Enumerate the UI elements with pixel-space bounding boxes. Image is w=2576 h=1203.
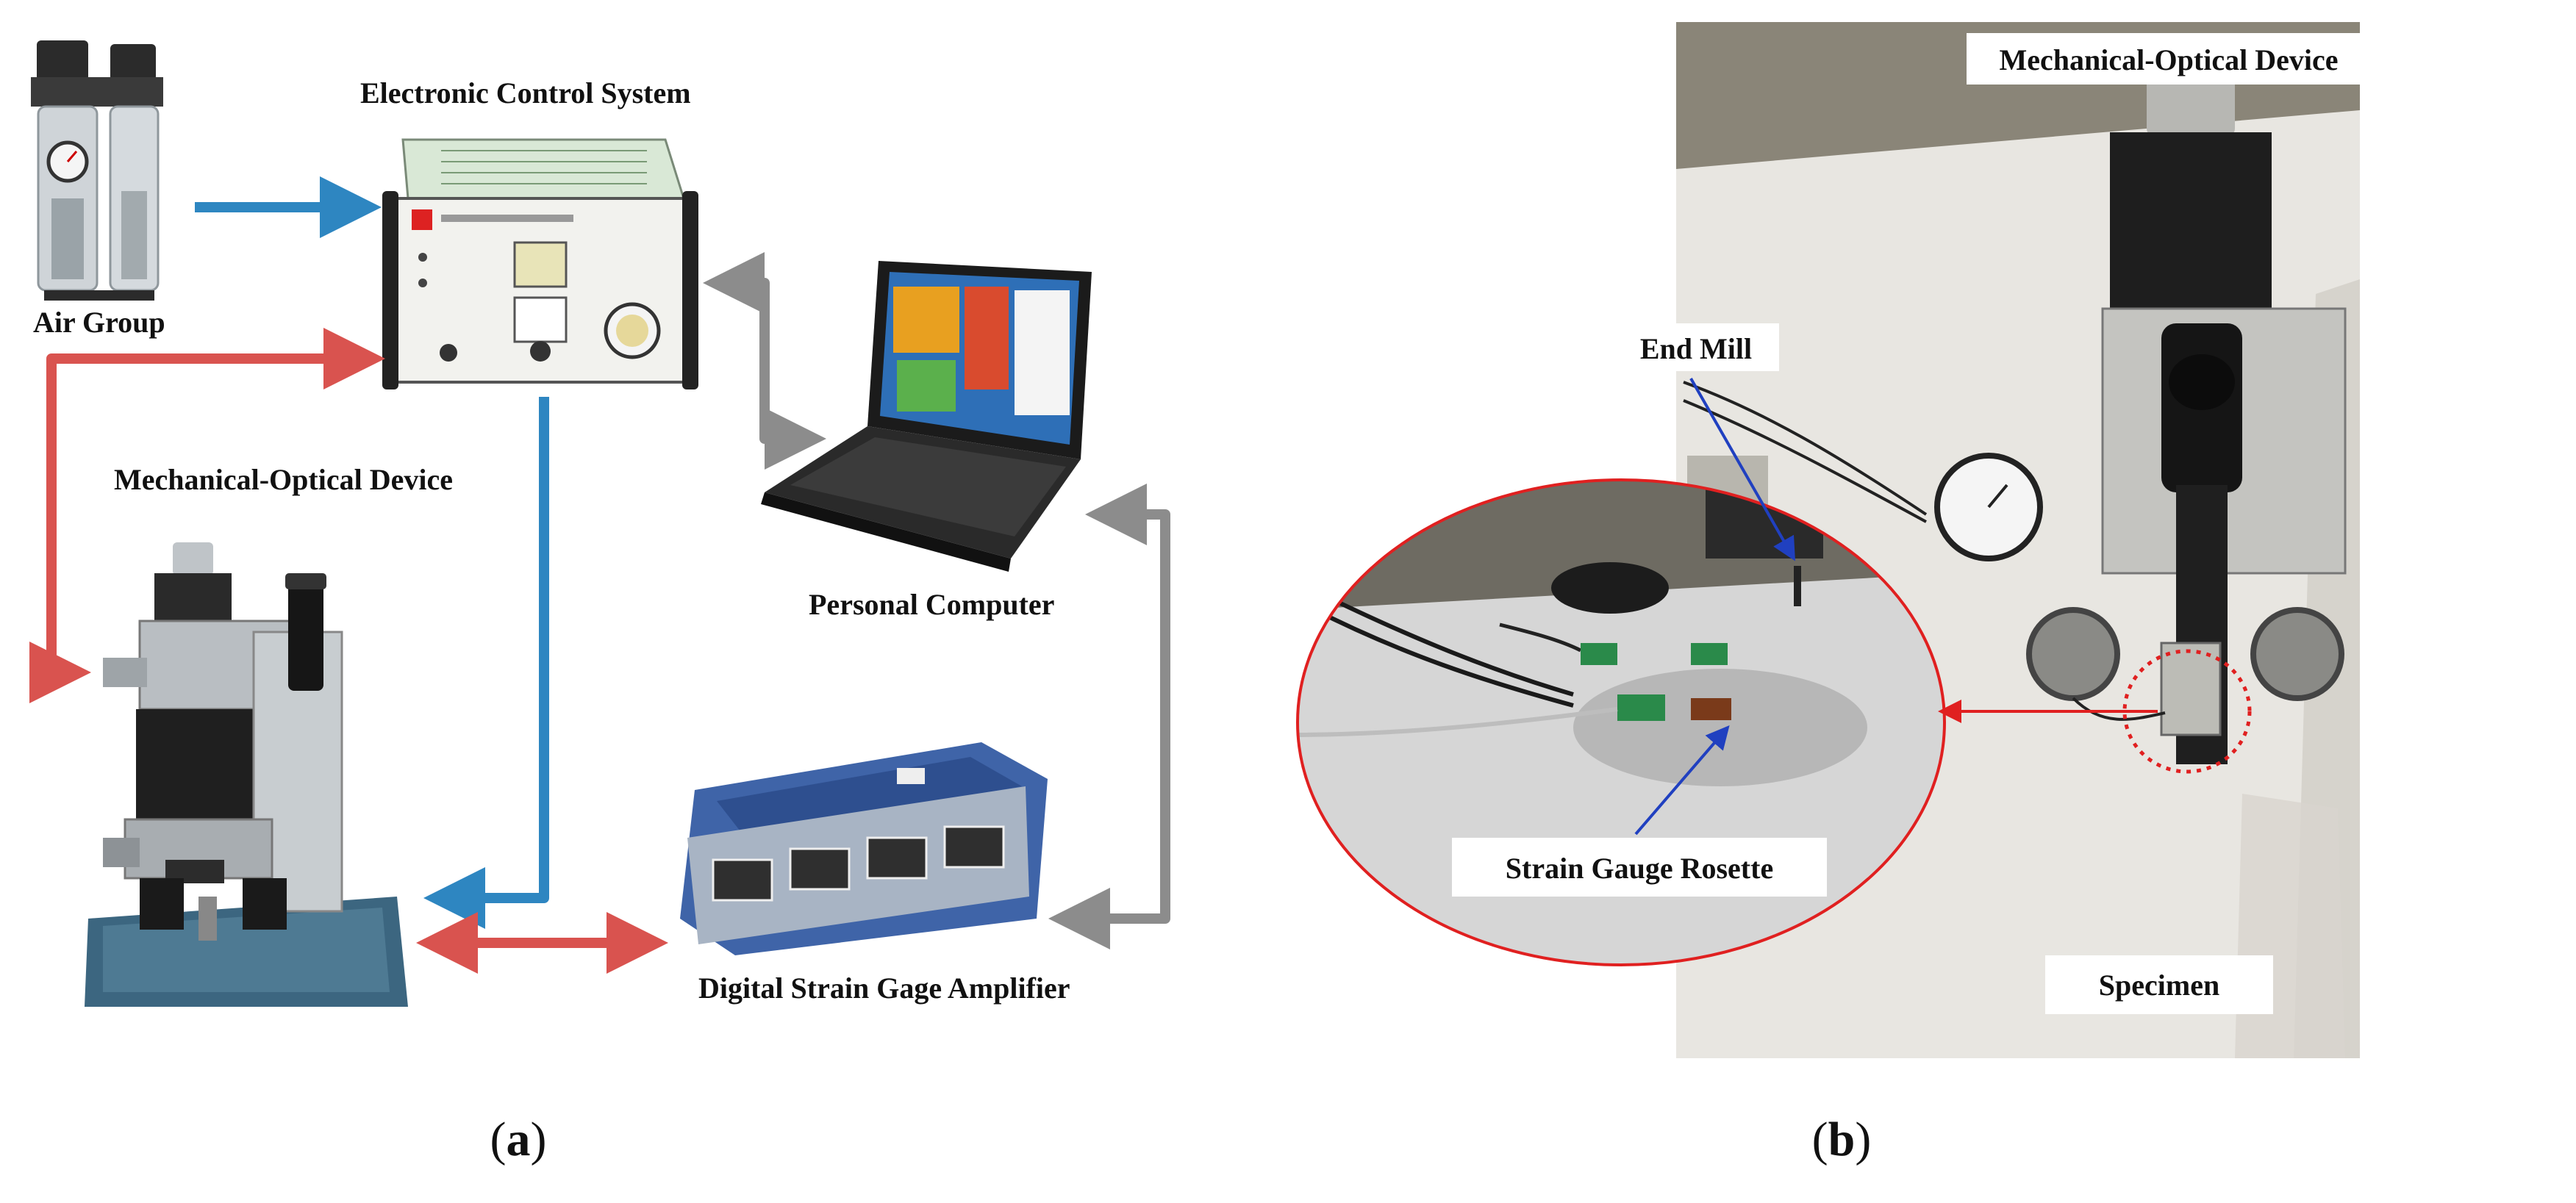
- electronic-control-system-device: [382, 138, 698, 389]
- mechanical-optical-device-a: [85, 542, 408, 1007]
- magnified-inset: Strain Gauge Rosette: [1296, 478, 1946, 966]
- arrow-amplifier-computer: [1048, 484, 1170, 949]
- label-box-specimen: [2045, 955, 2273, 1014]
- callout-arrow-rosette: [1634, 725, 1730, 836]
- label-box-strain-gauge-rosette: [1452, 838, 1827, 897]
- label-end-mill: End Mill: [1640, 332, 1752, 365]
- connection-arrows: [29, 176, 1170, 974]
- label-mechanical-optical-device-b: Mechanical-Optical Device: [2000, 43, 2339, 76]
- air-group-device: [31, 40, 163, 301]
- panel-a: Air Group Electronic Control System: [29, 40, 1170, 1166]
- label-box-end-mill: [1614, 323, 1779, 371]
- label-box-mechanical-optical-device-b: [1967, 33, 2371, 85]
- personal-computer-device: [761, 261, 1092, 572]
- label-personal-computer: Personal Computer: [809, 588, 1054, 621]
- arrow-control-down-to-mechanical: [423, 397, 549, 929]
- label-specimen: Specimen: [2099, 969, 2219, 1002]
- setup-photograph: [1676, 22, 2360, 1058]
- digital-strain-gage-amplifier-device: [680, 742, 1048, 955]
- label-mechanical-optical-device-a: Mechanical-Optical Device: [114, 463, 453, 496]
- caption-a: (a): [490, 1113, 547, 1166]
- dotted-highlight-circle: [2122, 649, 2252, 774]
- arrow-control-computer: [703, 252, 826, 470]
- label-digital-strain-gage-amplifier: Digital Strain Gage Amplifier: [698, 972, 1070, 1005]
- caption-b: (b): [1812, 1113, 1872, 1166]
- panel-b: Mechanical-Optical Device End Mill Speci…: [1296, 22, 2371, 1166]
- callout-arrow-end-mill: [1689, 378, 1795, 561]
- arrow-control-to-mechanical: [29, 328, 385, 703]
- label-electronic-control-system: Electronic Control System: [360, 76, 691, 109]
- label-strain-gauge-rosette: Strain Gauge Rosette: [1506, 852, 1773, 885]
- label-air-group: Air Group: [33, 306, 165, 339]
